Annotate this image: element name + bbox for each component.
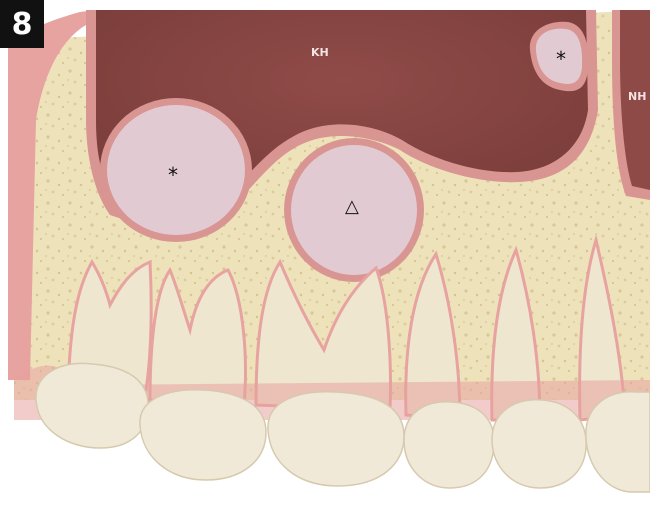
asterisk-marker-left: * [168, 163, 178, 187]
maxillary-sinus-label: KH [311, 46, 329, 59]
figure-number-badge: 8 [0, 0, 44, 48]
triangle-marker: △ [345, 196, 359, 217]
nasal-cavity-label: NH [628, 90, 646, 103]
asterisk-marker-top-right: * [556, 47, 566, 71]
